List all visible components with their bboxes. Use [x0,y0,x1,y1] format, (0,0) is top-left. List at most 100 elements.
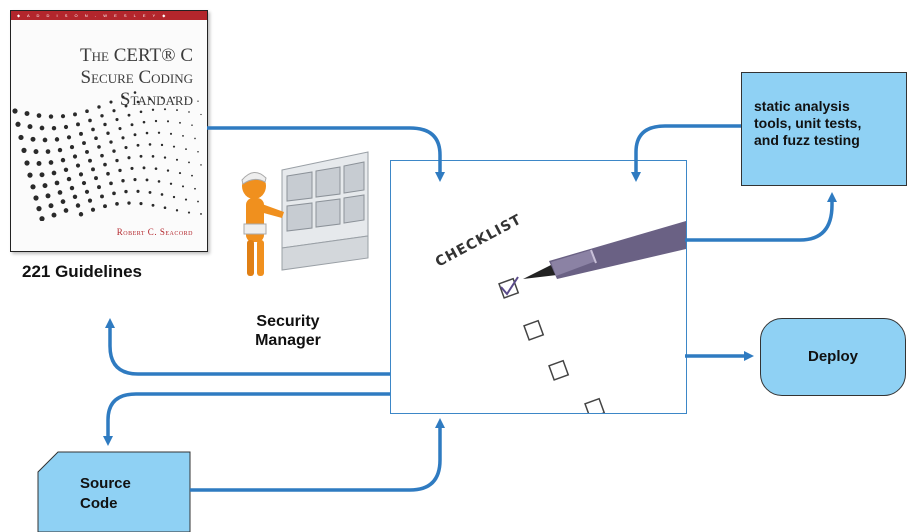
book-dot [127,156,131,160]
book-dot [139,110,143,114]
book-dot [72,154,78,159]
book-dot [69,145,75,150]
book-dot [151,108,155,111]
book-dot [160,96,164,99]
book-dot [21,147,27,153]
book-dot [187,211,191,214]
book-dot [66,176,72,182]
book-dot [188,111,190,113]
book-dot [103,122,107,127]
security-manager-label-line: Manager [255,332,321,349]
book-dot [163,108,167,111]
book-dot [63,167,69,173]
book-title-line: The CERT® C [80,45,193,66]
book-dot [88,158,92,163]
book-dot [124,104,128,108]
book-dot [145,178,149,182]
checklist-image: CHECKLIST [390,160,687,414]
book-dot [191,124,193,126]
book-dot [112,191,116,196]
book-dot [163,206,167,210]
book-dot [136,189,140,193]
arrow-source-to-checklist [190,418,445,492]
book-dot [145,131,149,135]
book-dot [60,199,66,204]
book-dot [51,212,57,218]
book-dot [33,149,39,155]
book-title-line: Standard [119,89,193,110]
book-dot [45,193,51,199]
book-dot [94,136,98,141]
book-dot [118,168,122,173]
pen-icon [523,221,686,279]
book-dot [151,155,155,158]
book-dot [127,201,131,205]
book-dot [179,121,181,124]
book-dot [106,131,110,135]
book-dot [115,117,119,122]
book-dot [200,164,202,166]
book-dot [103,204,107,209]
book-dot [82,141,86,145]
book-dot [185,98,187,100]
source-code-label-line: Source [80,475,131,492]
checkbox-checked [498,277,520,299]
book-dot [97,145,101,149]
deploy-label: Deploy [807,348,858,365]
book-dot [154,119,158,123]
book-dot [151,203,155,207]
book-dot [188,161,190,164]
book-dot [173,96,175,99]
monitor-wall [281,151,369,271]
book-dot [97,105,101,109]
book-dot [160,193,164,196]
deploy-box: Deploy [760,318,906,396]
book-dot [163,156,167,159]
book-dot [60,157,66,163]
book-dot [91,167,95,172]
book-dot [24,111,30,117]
book-dot [54,137,60,142]
orange-person [241,172,284,276]
book-dot [75,203,81,208]
book-dot [15,121,21,127]
book-dot [139,202,143,206]
book-dot [175,209,179,212]
book-dot [124,189,128,194]
book-author: Robert C. Seacord [116,227,193,237]
book-dot [88,118,92,123]
book-dot [181,185,185,188]
book-dot [184,198,188,201]
arrow-checklist-to-guidelines [105,318,390,376]
checkbox-empty [548,359,570,381]
book-dot [172,195,176,199]
book-dot [63,208,69,213]
book-series-strip: ◆ A D D I S O N - W E S L E Y ◆ [11,11,207,20]
book-dot [154,167,158,170]
book-dot [24,160,30,166]
book-dot [63,124,69,130]
arrow-checklist-to-source [103,392,390,446]
book-dot [66,135,72,140]
book-dot [130,123,134,127]
testing-tools-line: and fuzz testing [754,132,860,148]
book-dot [115,158,119,163]
checkbox-empty [584,397,606,413]
book-dot [175,158,179,161]
book-dot [39,125,45,131]
book-dot [200,113,202,116]
book-dot [36,113,42,118]
book-dot [133,178,137,182]
book-dot [178,172,182,175]
book-dot [84,189,90,194]
book-dot [12,108,18,114]
book-dot [124,145,128,150]
testing-tools-box: static analysis tools, unit tests, and f… [741,72,907,186]
book-dot [51,170,57,176]
book-dot [109,181,113,186]
book-dot [185,148,187,151]
book-dot [166,120,170,123]
book-dot [136,100,140,104]
book-dot [166,169,170,172]
